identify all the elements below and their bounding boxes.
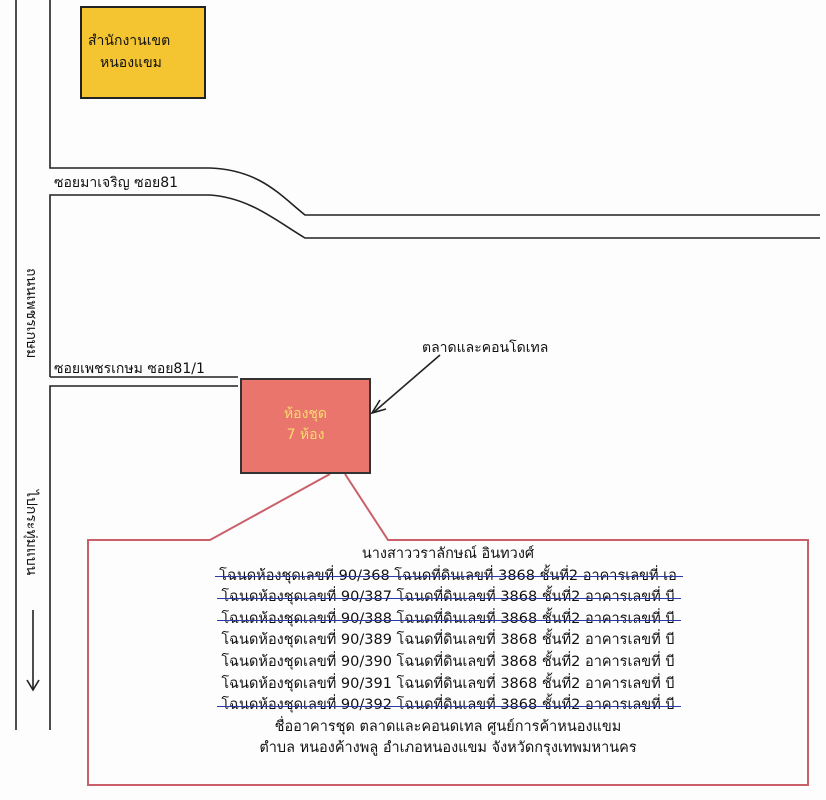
district-office-box: สำนักงานเขต หนองแขม	[80, 6, 206, 99]
pointer-arrowhead	[370, 399, 387, 415]
deed-row: โฉนดห้องชุดเลขที่ 90/368 โฉนดที่ดินเลขที…	[219, 567, 677, 584]
callout-box: นางสาววราลักษณ์ อินทวงศ์ โฉนดห้องชุดเลขท…	[92, 544, 804, 760]
deed-row: โฉนดห้องชุดเลขที่ 90/388 โฉนดที่ดินเลขที…	[221, 610, 675, 627]
pointer-arrow	[373, 354, 441, 413]
soi-upper-north-edge	[49, 0, 210, 169]
soi-upper-label: ซอยมาเจริญ ซอย81	[54, 175, 179, 191]
unit-line2: 7 ห้อง	[286, 427, 325, 443]
callout-border	[87, 473, 809, 786]
soi-upper-south-edge	[49, 194, 210, 377]
direction-label: ไปกระทุ่มแบน	[23, 490, 39, 576]
condo-units-box: ห้องชุด 7 ห้อง	[240, 378, 371, 474]
deed-row: โฉนดห้องชุดเลขที่ 90/390 โฉนดที่ดินเลขที…	[221, 653, 675, 670]
office-line1: สำนักงานเขต	[88, 33, 171, 49]
deed-row: โฉนดห้องชุดเลขที่ 90/387 โฉนดที่ดินเลขที…	[221, 589, 675, 606]
deed-row: โฉนดห้องชุดเลขที่ 90/389 โฉนดที่ดินเลขที…	[221, 632, 675, 649]
soi-upper-south-curve	[209, 194, 820, 239]
office-line2: หนองแขม	[100, 55, 162, 71]
main-road-label: ถนนเพชรเกษม	[23, 268, 39, 359]
location-address: ตำบล หนองค้างพลู อำเภอหนองแขม จังหวัดกรุ…	[259, 740, 637, 757]
deed-row: โฉนดห้องชุดเลขที่ 90/392 โฉนดที่ดินเลขที…	[221, 697, 675, 714]
building-name: ชื่ออาคารชุด ตลาดและคอนดเทล ศูนย์การค้าห…	[274, 718, 622, 735]
soi-lower-label: ซอยเพชรเกษม ซอย81/1	[54, 361, 205, 377]
soi-lower-south-edge	[49, 385, 238, 730]
deed-row: โฉนดห้องชุดเลขที่ 90/391 โฉนดที่ดินเลขที…	[221, 675, 675, 692]
unit-line1: ห้องชุด	[283, 406, 328, 422]
pointer-label: ตลาดและคอนโดเทล	[422, 340, 549, 356]
owner-name: นางสาววราลักษณ์ อินทวงศ์	[361, 546, 535, 562]
soi-upper-north-curve	[209, 167, 820, 216]
direction-arrowhead	[26, 679, 40, 692]
